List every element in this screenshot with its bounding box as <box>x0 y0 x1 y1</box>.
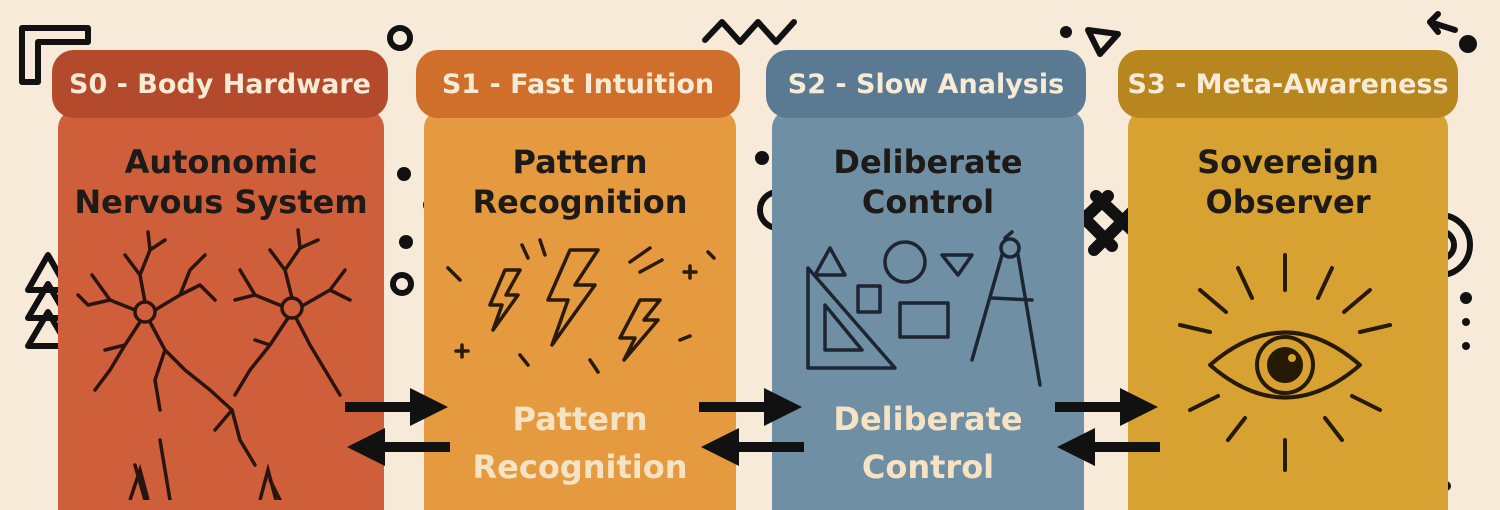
subheading-line-2: Recognition <box>472 448 688 486</box>
heading-line-1: Autonomic <box>124 143 318 181</box>
heading-line-1: Deliberate <box>833 143 1023 181</box>
eye-icon <box>1178 253 1392 472</box>
stage-panel-s1 <box>424 110 736 510</box>
stage-heading-s3: Sovereign Observer <box>1128 142 1448 222</box>
heading-line-2: Observer <box>1205 183 1371 221</box>
heading-line-2: Recognition <box>472 183 688 221</box>
neuron-icon <box>76 228 352 500</box>
stage-heading-s2: Deliberate Control <box>768 142 1088 222</box>
bidirectional-arrow-icon-s0-s1 <box>345 388 450 466</box>
stage-tab-s1: S1 - Fast Intuition <box>416 50 740 118</box>
lightning-icon <box>446 238 716 374</box>
stage-subheading-s1: Pattern Recognition <box>420 395 740 491</box>
zigzag-line-icon <box>128 463 278 500</box>
bidirectional-arrow-icon-s1-s2 <box>699 388 804 466</box>
stage-panel-s0 <box>58 110 384 510</box>
stage-tab-s3: S3 - Meta-Awareness <box>1118 50 1458 118</box>
stage-tab-s2: S2 - Slow Analysis <box>766 50 1086 118</box>
subheading-line-2: Control <box>861 448 995 486</box>
stage-heading-s0: Autonomic Nervous System <box>61 142 381 222</box>
bidirectional-arrow-icon-s2-s3 <box>1055 388 1160 466</box>
stage-tab-s0: S0 - Body Hardware <box>52 50 388 118</box>
heading-line-1: Pattern <box>512 143 648 181</box>
stage-subheading-s2: Deliberate Control <box>768 395 1088 491</box>
geometry-tools-icon <box>806 230 1042 387</box>
heading-line-2: Control <box>861 183 995 221</box>
stage-heading-s1: Pattern Recognition <box>420 142 740 222</box>
subheading-line-1: Pattern <box>512 400 648 438</box>
subheading-line-1: Deliberate <box>833 400 1023 438</box>
stage-panel-s3 <box>1128 110 1448 510</box>
heading-line-1: Sovereign <box>1197 143 1379 181</box>
heading-line-2: Nervous System <box>74 183 368 221</box>
